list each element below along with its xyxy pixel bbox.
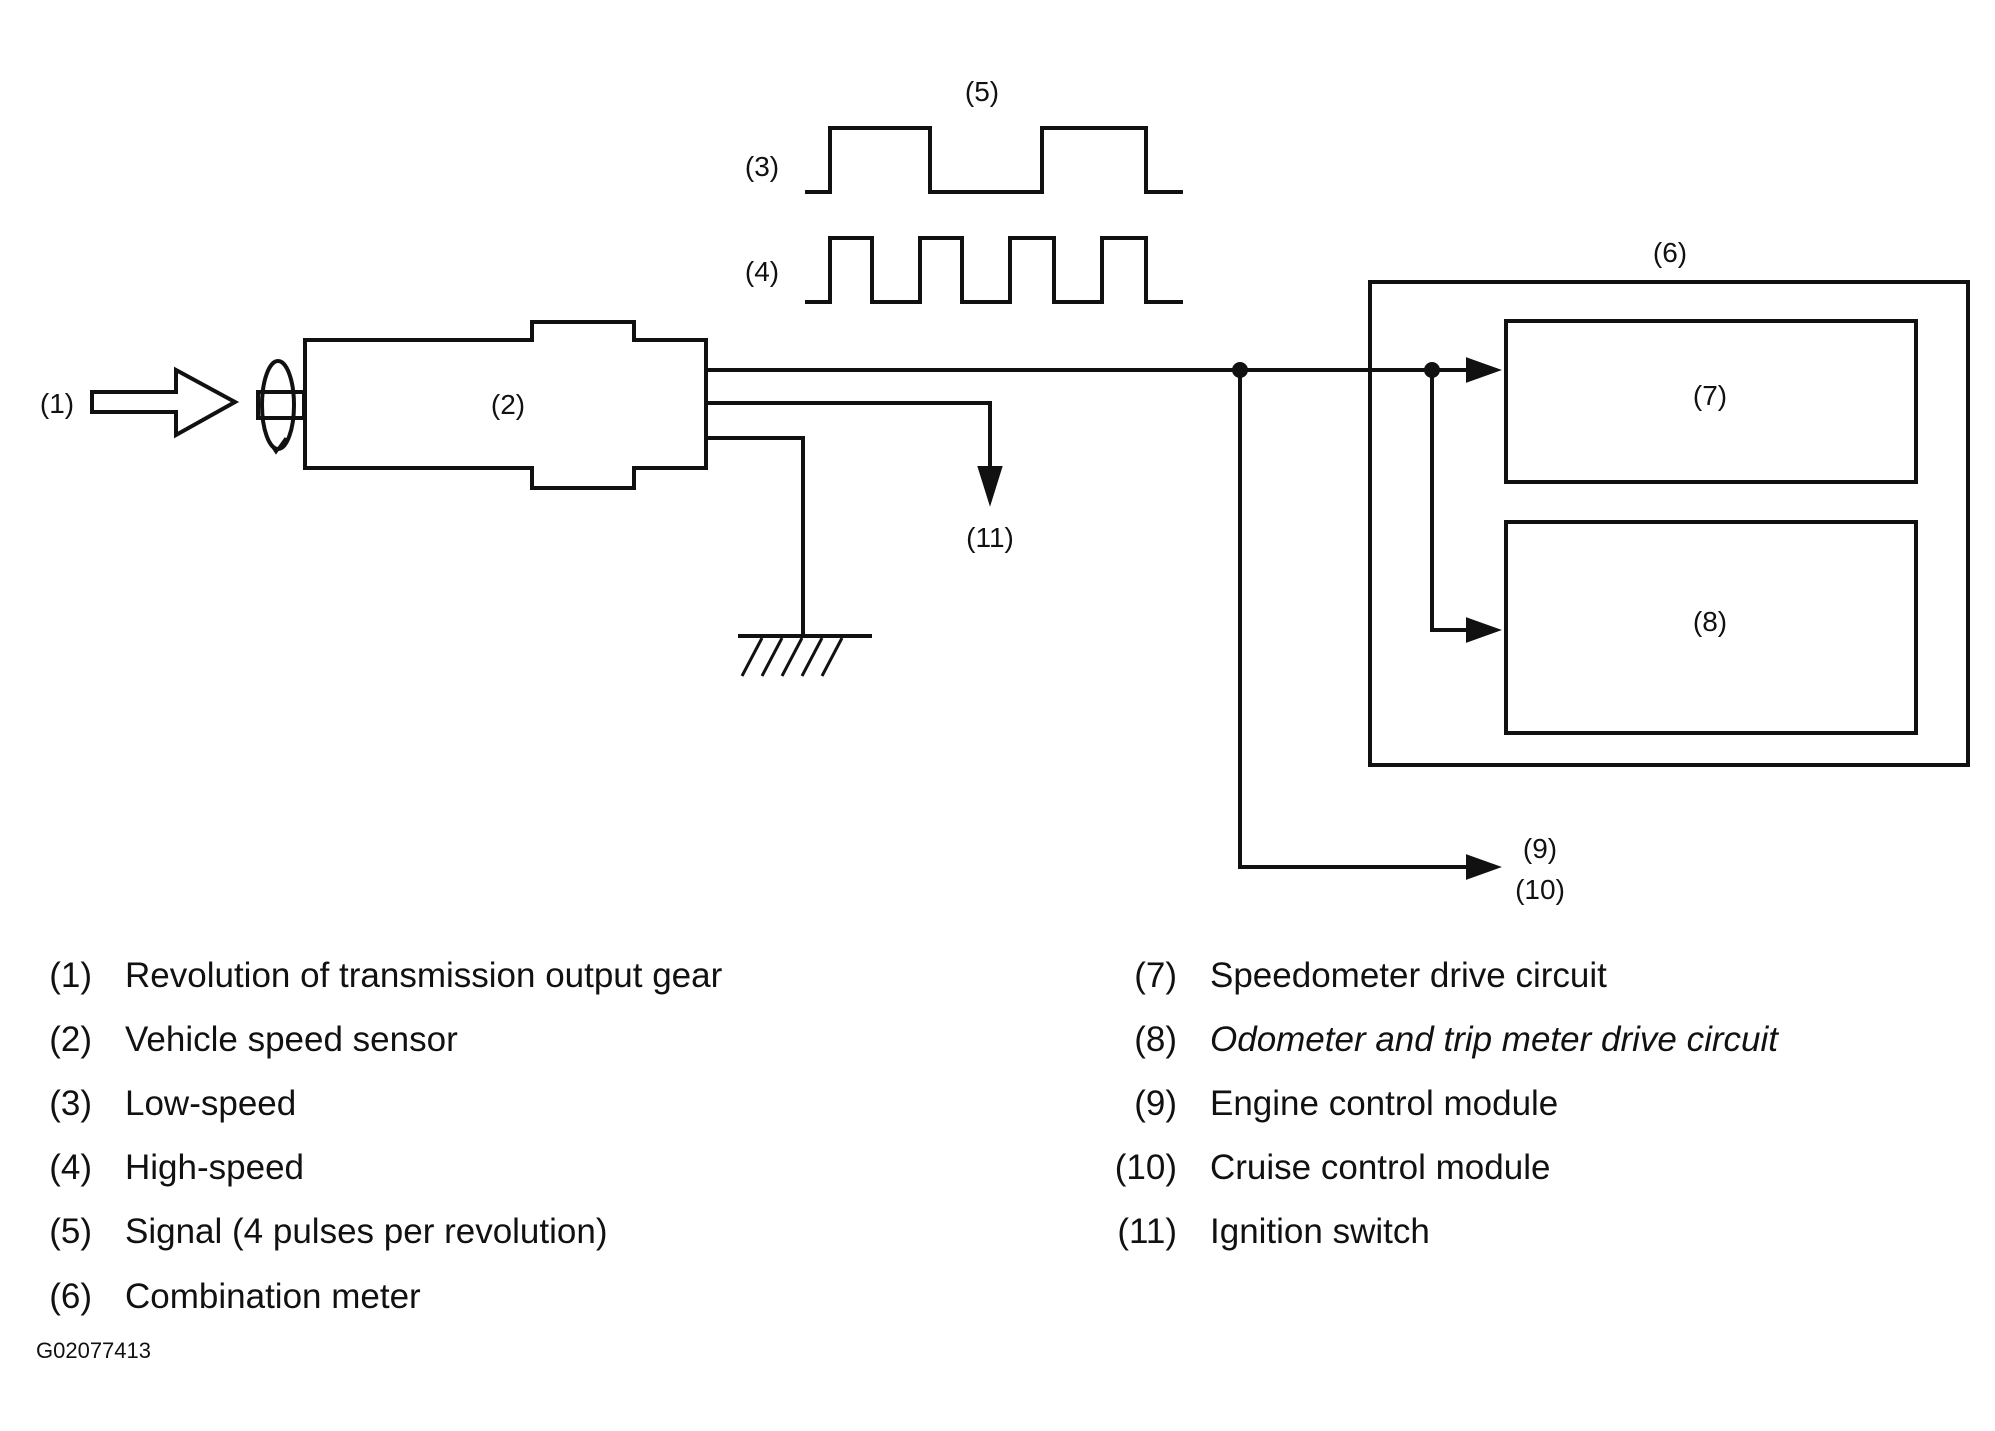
legend-text: Odometer and trip meter drive circuit (1210, 1020, 1778, 1059)
arrow-to-speedometer (1466, 357, 1502, 383)
callout-11: (11) (966, 522, 1014, 553)
callout-6: (6) (1653, 237, 1687, 268)
legend-text: Revolution of transmission output gear (125, 956, 723, 995)
legend-number: (11) (1117, 1212, 1177, 1251)
ground-symbol (706, 436, 872, 677)
figure-id: G02077413 (36, 1338, 151, 1363)
legend-number: (3) (49, 1084, 92, 1123)
arrow-to-odometer (1466, 617, 1502, 643)
odometer-circuit-box (1504, 520, 1918, 735)
callout-7: (7) (1693, 380, 1727, 411)
arrow-to-ecm (1466, 854, 1502, 880)
legend-number: (6) (49, 1277, 92, 1316)
high-speed-waveform (805, 236, 1183, 304)
vehicle-speed-sensor-body (303, 320, 708, 490)
legend-text: Ignition switch (1210, 1212, 1430, 1251)
combination-meter-box (1368, 280, 1970, 767)
callout-5: (5) (965, 76, 999, 107)
legend-number: (4) (49, 1148, 92, 1187)
speedometer-circuit-box (1504, 319, 1918, 484)
legend-text: Low-speed (125, 1084, 297, 1123)
input-rotation-arrow (90, 366, 240, 439)
callout-4: (4) (745, 256, 779, 287)
legend-text: Cruise control module (1210, 1148, 1551, 1187)
legend-number: (7) (1134, 956, 1177, 995)
legend-number: (8) (1134, 1020, 1177, 1059)
legend-text: Signal (4 pulses per revolution) (125, 1212, 608, 1251)
callout-9: (9) (1523, 833, 1557, 864)
callout-2: (2) (491, 389, 525, 420)
legend-text: Speedometer drive circuit (1210, 956, 1607, 995)
callout-3: (3) (745, 151, 779, 182)
arrow-to-ignition (977, 466, 1003, 507)
callout-1: (1) (40, 388, 74, 419)
callout-8: (8) (1693, 606, 1727, 637)
legend-number: (1) (49, 956, 92, 995)
legend-number: (2) (49, 1020, 92, 1059)
legend-number: (10) (1114, 1148, 1177, 1187)
callout-10: (10) (1515, 874, 1565, 905)
low-speed-waveform (805, 126, 1183, 194)
legend-text: Vehicle speed sensor (125, 1020, 458, 1059)
legend-text: High-speed (125, 1148, 304, 1187)
ignition-line (706, 401, 992, 470)
rotation-symbol (256, 359, 306, 455)
legend-number: (5) (49, 1212, 92, 1251)
legend-text: Engine control module (1210, 1084, 1559, 1123)
branch-to-odometer (1430, 370, 1470, 632)
branch-to-ecm (1238, 370, 1470, 869)
legend-number: (9) (1134, 1084, 1177, 1123)
legend-text: Combination meter (125, 1277, 421, 1316)
